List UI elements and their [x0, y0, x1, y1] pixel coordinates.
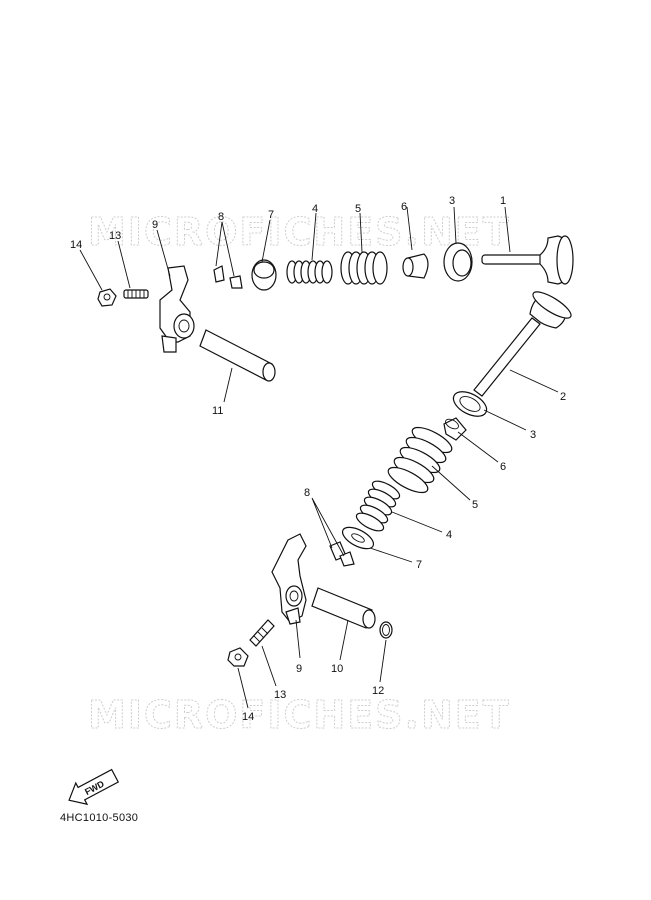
- valve-seat-bottom: [452, 391, 488, 417]
- rocker-arm-bottom: [271, 533, 307, 625]
- diagram-code: 4HC1010-5030: [60, 812, 139, 824]
- valve-cotters-top: [213, 265, 243, 289]
- rocker-arm-top: [159, 265, 195, 353]
- valve-spring-outer-top: [340, 251, 388, 285]
- locknut-bottom: [227, 647, 249, 667]
- callout-4-spring-inner: 4: [446, 529, 452, 541]
- valve-cotters-bottom: [329, 541, 355, 567]
- callout-8-cotter: 8: [218, 211, 224, 223]
- callout-12-o-ring: 12: [372, 685, 384, 697]
- callout-9-rocker-arm: 9: [152, 219, 158, 231]
- valve-seat-top: [443, 242, 473, 282]
- callout-8-cotter: 8: [304, 487, 310, 499]
- valve-spring-inner-bottom: [355, 480, 401, 532]
- callout-4-spring-inner: 4: [312, 203, 318, 215]
- fwd-arrow-icon: FWD: [68, 768, 120, 806]
- callout-5-spring-outer: 5: [355, 203, 361, 215]
- callout-14-nut: 14: [70, 239, 82, 251]
- callout-14-nut: 14: [242, 711, 254, 723]
- callout-3-seat: 3: [449, 195, 455, 207]
- rocker-shaft-top: [199, 329, 276, 382]
- callout-6-seal: 6: [500, 461, 506, 473]
- callout-6-seal: 6: [401, 201, 407, 213]
- callout-3-seat: 3: [530, 429, 536, 441]
- adjusting-screw-bottom: [249, 619, 275, 647]
- callout-7-retainer: 7: [416, 559, 422, 571]
- locknut-top: [97, 288, 117, 307]
- spring-retainer-bottom: [341, 526, 375, 550]
- valve-intake: [481, 235, 574, 285]
- stem-seal-top: [402, 253, 429, 279]
- callout-5-spring-outer: 5: [472, 499, 478, 511]
- adjusting-screw-top: [123, 289, 149, 299]
- callout-9-rocker-arm: 9: [296, 663, 302, 675]
- stem-seal-bottom: [443, 417, 467, 441]
- watermark-top: MICROFICHES.NET: [88, 210, 511, 254]
- callout-7-retainer: 7: [268, 209, 274, 221]
- spring-retainer-top: [251, 259, 277, 291]
- callout-1-valve: 1: [500, 195, 506, 207]
- valve-spring-inner-top: [286, 260, 333, 284]
- callout-11-shaft: 11: [212, 405, 223, 417]
- callout-13-screw: 13: [274, 689, 286, 701]
- callout-2-valve: 2: [560, 391, 566, 403]
- watermark-bottom: MICROFICHES.NET: [88, 693, 511, 737]
- rocker-shaft-bottom: [311, 587, 376, 629]
- valve-exhaust: [473, 291, 572, 397]
- callout-13-screw: 13: [109, 230, 121, 242]
- valve-spring-outer-bottom: [387, 426, 453, 494]
- o-ring: [379, 621, 393, 639]
- callout-10-shaft: 10: [331, 663, 343, 675]
